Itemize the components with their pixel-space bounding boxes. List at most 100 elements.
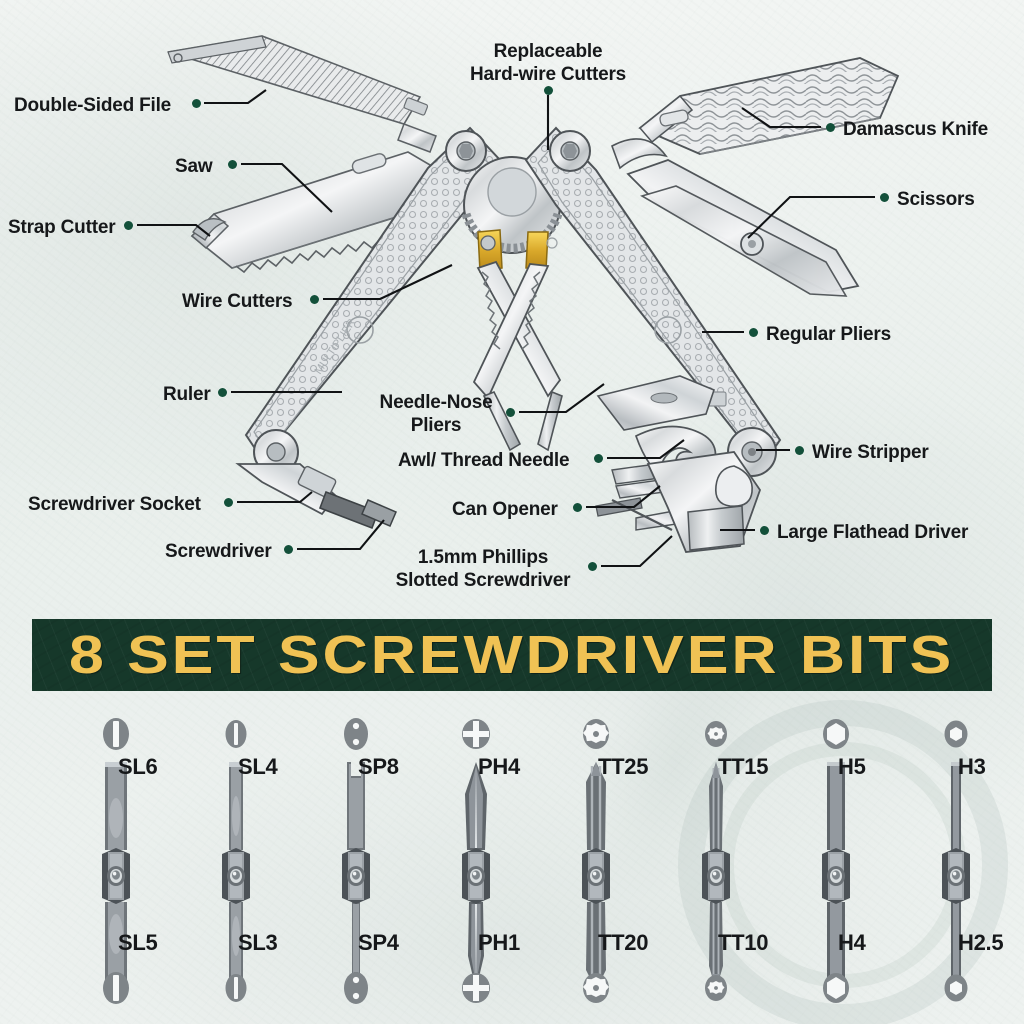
bit-shaft [582, 762, 610, 990]
multitool-illustration: MULTIPLIER [137, 35, 900, 568]
bit-bottom-label: PH1 [478, 930, 520, 955]
callout-dot-screwdriver [283, 544, 293, 554]
multitool-diagram: MULTIPLIER [8, 35, 989, 591]
bit-top-label: PH4 [478, 754, 520, 779]
spanner-icon [341, 970, 371, 1011]
bit-bottom-label: SL3 [238, 930, 278, 955]
bit-bottom-label: SL5 [118, 930, 158, 955]
tool-double-sided-file [167, 35, 437, 153]
callout-label-replaceable-hard-wire-cutters: Replaceable Hard-wire Cutters [469, 41, 627, 85]
callout-dot-wire-stripper [794, 445, 804, 455]
bit-top-label: H5 [838, 754, 866, 779]
bit-shaft [342, 762, 370, 990]
callout-label-phillips-slotted: 1.5mm Phillips Slotted Screwdriver [395, 547, 571, 591]
bit-body [336, 760, 376, 997]
bit-top-label: SL4 [238, 754, 278, 779]
bit-shaft [942, 762, 970, 990]
bit-body [96, 760, 136, 997]
tool-cluster-bottom [595, 375, 762, 553]
callout-dot-damascus-knife [825, 122, 835, 132]
callout-label-ruler: Ruler [163, 384, 211, 405]
callout-label-wire-stripper: Wire Stripper [812, 442, 929, 463]
callout-dot-ruler [217, 387, 227, 397]
callout-dot-needle-nose-pliers [505, 407, 515, 417]
callout-dot-large-flathead-driver [759, 525, 769, 535]
callout-label-needle-nose-pliers: Needle-Nose Pliers [379, 392, 493, 436]
torx-large-icon [581, 970, 611, 1011]
phillips-icon [461, 970, 491, 1011]
bit-shaft [102, 762, 130, 990]
callout-dot-strap-cutter [123, 220, 133, 230]
bit-bottom-label: TT20 [598, 930, 649, 955]
callout-label-screwdriver-socket: Screwdriver Socket [28, 494, 201, 515]
callout-label-can-opener: Can Opener [452, 499, 558, 520]
section-banner: 8 SET SCREWDRIVER BITS [32, 619, 992, 691]
callout-dot-wire-cutters [309, 294, 319, 304]
spanner-icon [341, 716, 371, 757]
bit-body [456, 760, 496, 997]
torx-large-icon [581, 716, 611, 757]
tool-screwdriver-socket [235, 463, 397, 530]
slot-wide-icon [101, 970, 131, 1011]
tool-right-handle [524, 126, 782, 477]
callout-label-large-flathead-driver: Large Flathead Driver [777, 522, 969, 543]
callout-dot-screwdriver-socket [223, 497, 233, 507]
bit-top-label: TT15 [718, 754, 769, 779]
callout-label-scissors: Scissors [897, 189, 975, 210]
callout-label-awl-thread-needle: Awl/ Thread Needle [398, 450, 570, 471]
torx-small-icon [701, 716, 731, 757]
tool-pliers-head [461, 156, 563, 452]
bit-body [216, 760, 256, 997]
bit-top-label: SL6 [118, 754, 158, 779]
bit-body [936, 760, 976, 997]
callout-label-screwdriver: Screwdriver [165, 541, 272, 562]
callout-dot-scissors [879, 192, 889, 202]
bit-body [696, 760, 736, 997]
bit-bottom-label: TT10 [718, 930, 769, 955]
hex-large-icon [821, 716, 851, 757]
callout-dot-awl-thread-needle [593, 453, 603, 463]
bit-shaft [702, 762, 730, 990]
callout-label-damascus-knife: Damascus Knife [843, 119, 989, 140]
callout-label-strap-cutter: Strap Cutter [8, 217, 116, 238]
bit-shaft [222, 762, 250, 990]
slot-wide-icon [101, 716, 131, 757]
bit-top-label: TT25 [598, 754, 649, 779]
hex-small-icon [941, 716, 971, 757]
banner-title: 8 SET SCREWDRIVER BITS [69, 625, 955, 685]
tool-damascus-knife [638, 57, 900, 155]
callout-dot-regular-pliers [748, 327, 758, 337]
callout-dot-double-sided-file [191, 98, 201, 108]
phillips-icon [461, 716, 491, 757]
slot-narrow-icon [221, 970, 251, 1011]
hex-small-icon [941, 970, 971, 1011]
callout-dot-replaceable-hard-wire-cutters [543, 85, 553, 95]
callout-label-double-sided-file: Double-Sided File [14, 95, 172, 116]
torx-small-icon [701, 970, 731, 1011]
callout-dot-saw [227, 159, 237, 169]
callout-label-wire-cutters: Wire Cutters [182, 291, 293, 312]
bit-bottom-label: SP4 [358, 930, 399, 955]
bit-bottom-label: H4 [838, 930, 866, 955]
callout-leader-lines [137, 89, 875, 568]
callout-dot-phillips-slotted [587, 561, 597, 571]
tool-saw [190, 151, 444, 274]
bit-shaft [462, 762, 490, 990]
bit-body [816, 760, 856, 997]
slot-narrow-icon [221, 716, 251, 757]
bit-top-label: H3 [958, 754, 986, 779]
bit-shaft [822, 762, 850, 990]
bit-top-label: SP8 [358, 754, 399, 779]
callout-dot-can-opener [572, 502, 582, 512]
bit-body [576, 760, 616, 997]
